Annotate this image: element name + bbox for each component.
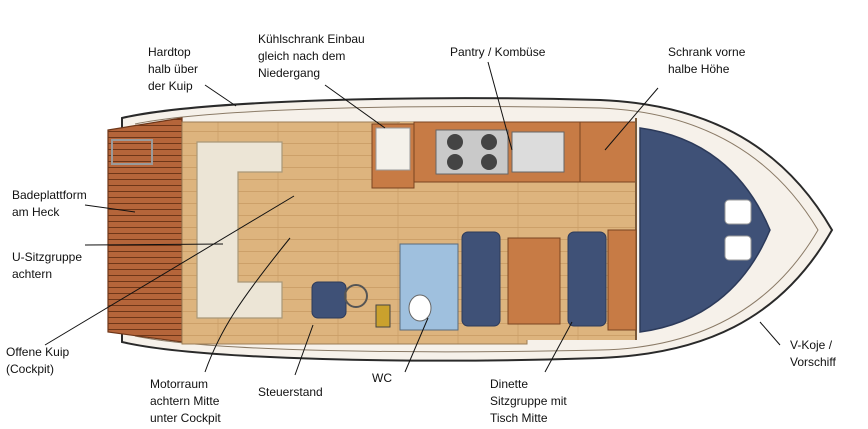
galley-hob bbox=[435, 129, 509, 175]
hob-burner bbox=[447, 154, 463, 170]
helm-seat bbox=[311, 281, 347, 319]
label-hardtop: Hardtop halb über der Kuip bbox=[148, 45, 199, 93]
hob-burner bbox=[481, 154, 497, 170]
label-pantry: Pantry / Kombüse bbox=[450, 45, 546, 59]
pillow bbox=[724, 199, 752, 225]
leader-lines bbox=[44, 61, 781, 376]
hob-burner bbox=[447, 134, 463, 150]
dinette-table bbox=[507, 237, 561, 325]
galley-sink bbox=[511, 131, 565, 173]
fridge-top bbox=[375, 127, 411, 171]
bathing-platform bbox=[107, 117, 183, 343]
u-seating bbox=[196, 141, 283, 319]
label-wc: WC bbox=[372, 371, 392, 385]
hull-inner-line bbox=[134, 106, 819, 353]
label-steuerstand: Steuerstand bbox=[258, 385, 323, 399]
label-schrank: Schrank vorne halbe Höhe bbox=[668, 45, 746, 76]
label-v-koje: V-Koje / Vorschiff bbox=[790, 338, 836, 369]
label-motorraum: Motorraum achtern Mitte unter Cockpit bbox=[150, 377, 221, 425]
forward-cabinet bbox=[579, 121, 637, 183]
v-berth bbox=[639, 127, 771, 333]
helm-wheel bbox=[344, 284, 368, 308]
platform-ladder bbox=[111, 139, 153, 165]
label-kuehlschrank: Kühlschrank Einbau gleich nach dem Niede… bbox=[258, 32, 365, 80]
hob-burner bbox=[481, 134, 497, 150]
label-badeplattform: Badeplattform am Heck bbox=[12, 188, 87, 219]
wc-room bbox=[399, 243, 459, 331]
wc-toilet bbox=[408, 294, 432, 322]
side-cabinet bbox=[607, 229, 637, 331]
dinette-bench-aft bbox=[461, 231, 501, 327]
dinette-bench-fwd bbox=[567, 231, 607, 327]
label-u-sitzgruppe: U-Sitzgruppe achtern bbox=[12, 250, 83, 281]
label-dinette: Dinette Sitzgruppe mit Tisch Mitte bbox=[490, 377, 567, 425]
helm-console bbox=[375, 304, 391, 328]
label-offene-kuip: Offene Kuip (Cockpit) bbox=[6, 345, 70, 376]
pillow bbox=[724, 235, 752, 261]
